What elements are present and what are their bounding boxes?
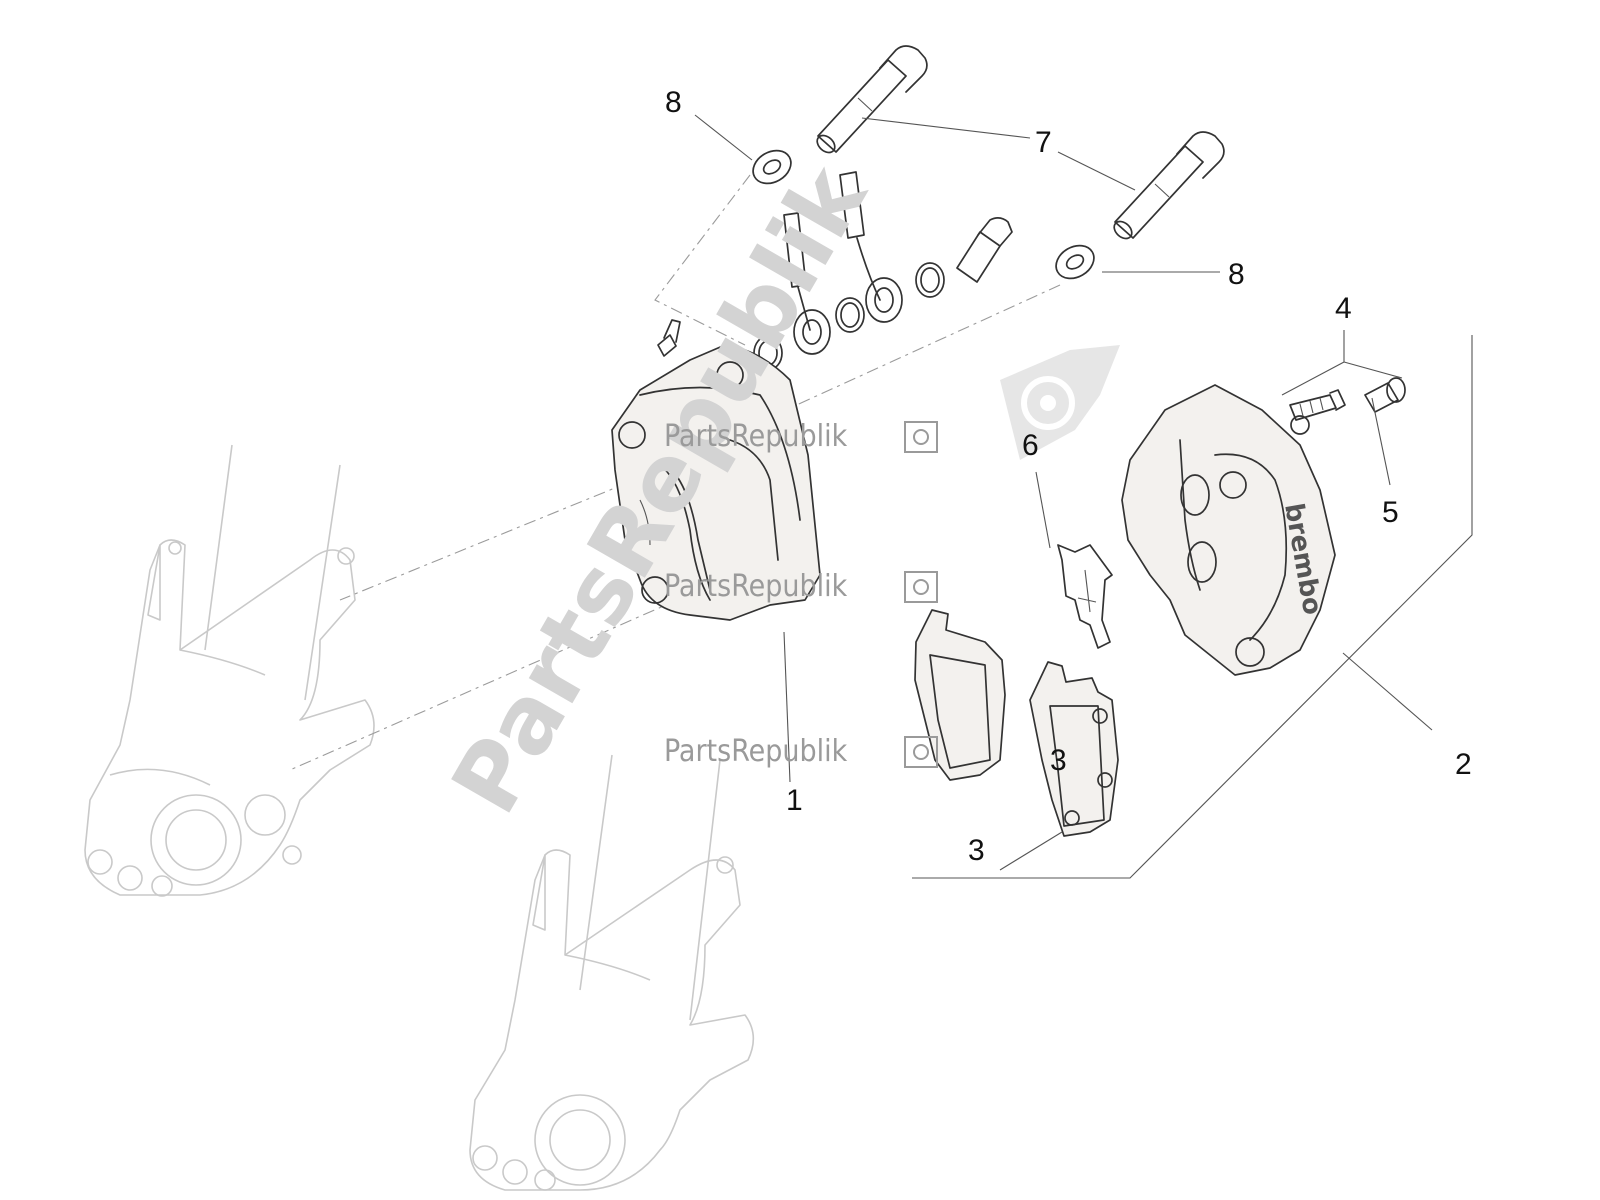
brake-pad-rear [1029, 661, 1119, 837]
callout-2: 2 [1455, 748, 1472, 781]
sealing-washers [753, 262, 945, 371]
brake-hose-fittings [783, 171, 903, 355]
banjo-bolt [956, 217, 1013, 283]
callout-8-lower: 8 [1228, 258, 1245, 291]
callout-6: 6 [1022, 429, 1039, 462]
callout-3-pad: 3 [1050, 744, 1067, 777]
callout-1: 1 [786, 784, 803, 817]
callout-4: 4 [1335, 292, 1352, 325]
caliper-bolt-lower [1113, 131, 1225, 240]
bleed-valve-cap [1364, 377, 1406, 413]
bleed-valve [1289, 389, 1346, 421]
callout-labels: 8 7 8 4 5 6 1 2 3 3 [665, 86, 1472, 867]
watermark-small-1: PartsRepublik [664, 419, 938, 454]
watermark-text: PartsRepublik [664, 569, 848, 604]
watermark-text: PartsRepublik [664, 734, 848, 769]
fork-leg-left [84, 444, 375, 897]
watermark-text: PartsRepublik [664, 419, 848, 454]
callout-5: 5 [1382, 496, 1399, 529]
leader-lines [694, 114, 1433, 871]
bushing-upper [752, 149, 792, 185]
pad-retaining-spring [1057, 544, 1113, 649]
bushing-lower [1055, 244, 1095, 280]
brake-caliper-right: brembo [1121, 384, 1336, 676]
assembly-bracket [912, 335, 1473, 879]
gear-icon [904, 421, 938, 453]
callout-3-lower: 3 [968, 834, 985, 867]
callout-7: 7 [1035, 126, 1052, 159]
callout-8-upper: 8 [665, 86, 682, 119]
watermark-small-3: PartsRepublik [664, 734, 938, 769]
caliper-bolt-upper [816, 45, 928, 154]
gear-icon [904, 571, 938, 603]
alignment-lines [289, 174, 1061, 771]
watermark-large-text: PartsRepublik [431, 147, 887, 831]
watermark-small-2: PartsRepublik [664, 569, 938, 604]
gear-flag-icon [1000, 345, 1120, 460]
brake-caliper-left [611, 319, 821, 621]
gear-icon [904, 736, 938, 768]
fork-leg-right [469, 754, 755, 1191]
